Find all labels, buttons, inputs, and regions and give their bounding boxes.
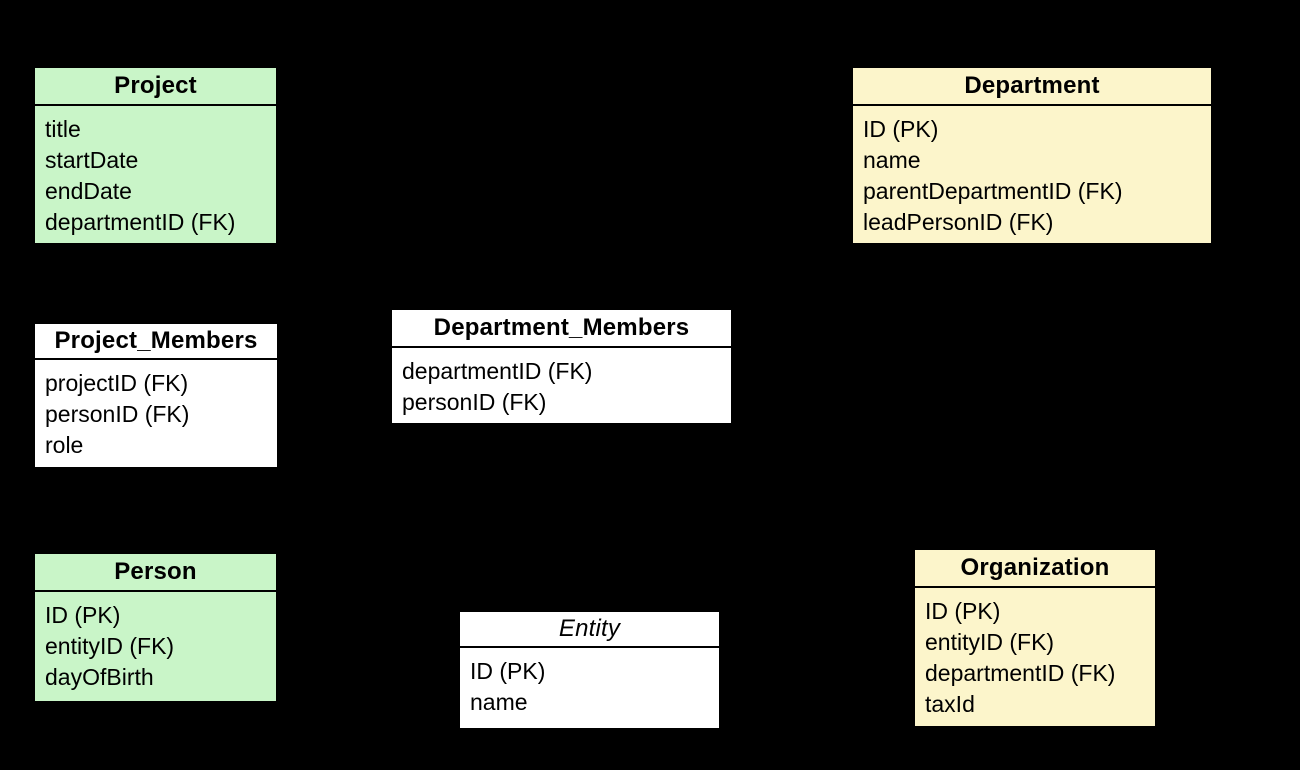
- field-row: personID (FK): [45, 401, 190, 427]
- field-row: leadPersonID (FK): [863, 209, 1054, 235]
- table-project[interactable]: Project title startDate endDate departmentI…: [33, 66, 278, 245]
- table-organization-title: Organization: [915, 550, 1155, 588]
- table-entity-fields: ID (PK) name: [460, 648, 719, 728]
- field-row: taxId: [925, 691, 975, 717]
- field-row: role: [45, 432, 84, 458]
- table-organization-fields: ID (PK) entityID (FK) departmentID (FK) tax…: [915, 588, 1155, 726]
- field-row: dayOfBirth: [45, 664, 154, 690]
- table-organization[interactable]: Organization ID (PK) entityID (FK) departm…: [913, 548, 1157, 728]
- field-row: ID (PK): [470, 658, 546, 684]
- field-row: entityID (FK): [925, 629, 1055, 655]
- field-row: departmentID (FK): [402, 358, 593, 384]
- table-department-title: Department: [853, 68, 1211, 106]
- table-project-members-fields: projectID (FK) personID (FK) role: [35, 360, 277, 467]
- table-entity-title: Entity: [460, 612, 719, 648]
- field-row: title: [45, 116, 81, 142]
- field-row: name: [863, 147, 921, 173]
- table-entity[interactable]: Entity ID (PK) name: [458, 610, 721, 730]
- table-department-members[interactable]: Department_Members departmentID (FK) pers…: [390, 308, 733, 425]
- field-row: projectID (FK): [45, 370, 189, 396]
- table-project-fields: title startDate endDate departmentID (FK): [35, 106, 276, 243]
- table-department-members-fields: departmentID (FK) personID (FK): [392, 348, 731, 423]
- table-project-title: Project: [35, 68, 276, 106]
- field-row: parentDepartmentID (FK): [863, 178, 1123, 204]
- field-row: ID (PK): [45, 602, 121, 628]
- field-row: departmentID (FK): [45, 209, 236, 235]
- field-row: departmentID (FK): [925, 660, 1116, 686]
- table-department-members-title: Department_Members: [392, 310, 731, 348]
- field-row: entityID (FK): [45, 633, 175, 659]
- table-department[interactable]: Department ID (PK) name parentDepartmentID…: [851, 66, 1213, 245]
- table-person-title: Person: [35, 554, 276, 592]
- field-row: startDate: [45, 147, 139, 173]
- table-department-fields: ID (PK) name parentDepartmentID (FK) leadPe…: [853, 106, 1211, 243]
- field-row: name: [470, 689, 528, 715]
- table-person-fields: ID (PK) entityID (FK) dayOfBirth: [35, 592, 276, 701]
- field-row: ID (PK): [925, 598, 1001, 624]
- table-project-members-title: Project_Members: [35, 324, 277, 360]
- field-row: personID (FK): [402, 389, 547, 415]
- field-row: endDate: [45, 178, 132, 204]
- table-person[interactable]: Person ID (PK) entityID (FK) dayOfBirth: [33, 552, 278, 703]
- table-project-members[interactable]: Project_Members projectID (FK) personID (…: [33, 322, 279, 469]
- field-row: ID (PK): [863, 116, 939, 142]
